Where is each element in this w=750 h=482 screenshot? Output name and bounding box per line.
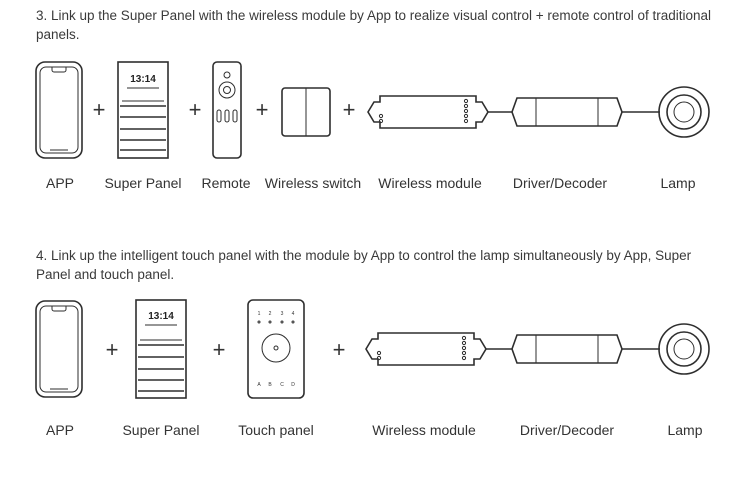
panel-time: 13:14 [148,311,174,322]
lamp-icon [658,323,710,375]
label-driver-decoder: Driver/Decoder [519,422,615,438]
remote-icon [212,61,242,159]
label-driver-decoder: Driver/Decoder [512,175,608,191]
label-lamp: Lamp [660,175,696,191]
phone-icon [35,61,83,159]
wireless-switch-icon [281,87,331,137]
diagram-section-3: + 13:14 + + + [35,61,710,159]
touch-number-3: 3 [281,311,284,317]
section-4-description: 4. Link up the intelligent touch panel w… [36,248,692,282]
wireless-module-icon [367,95,489,129]
super-panel-icon: 13:14 [117,61,169,159]
touch-number-1: 1 [258,311,261,317]
label-lamp: Lamp [667,422,703,438]
label-remote: Remote [201,175,251,191]
label-wireless-module: Wireless module [378,175,482,191]
section-3-description: 3. Link up the Super Panel with the wire… [36,8,711,42]
label-wireless-switch: Wireless switch [264,175,362,191]
touch-panel-icon: 1 2 3 4 A B C D [247,299,305,399]
lamp-icon [658,86,710,138]
label-super-panel: Super Panel [122,422,200,438]
plus-sign: + [256,97,269,122]
super-panel-icon: 13:14 [135,299,187,399]
diagram-section-4: + 13:14 + 1 2 3 4 A B C D + [35,299,710,399]
phone-icon [35,300,83,398]
wireless-module-icon [365,332,487,366]
touch-letter-a: A [257,382,261,388]
touch-number-4: 4 [292,311,295,317]
label-app: APP [45,422,75,438]
plus-sign: + [343,97,356,122]
touch-number-2: 2 [269,311,272,317]
plus-sign: + [189,97,202,122]
label-wireless-module: Wireless module [372,422,476,438]
driver-decoder-icon [511,97,623,127]
driver-decoder-icon [511,334,623,364]
label-super-panel: Super Panel [104,175,182,191]
touch-letter-b: B [268,382,272,388]
panel-time: 13:14 [130,74,156,85]
label-touch-panel: Touch panel [238,422,314,438]
plus-sign: + [213,337,226,362]
plus-sign: + [93,97,106,122]
touch-letter-d: D [291,382,295,388]
label-app: APP [45,175,75,191]
touch-letter-c: C [280,382,284,388]
plus-sign: + [333,337,346,362]
plus-sign: + [106,337,119,362]
